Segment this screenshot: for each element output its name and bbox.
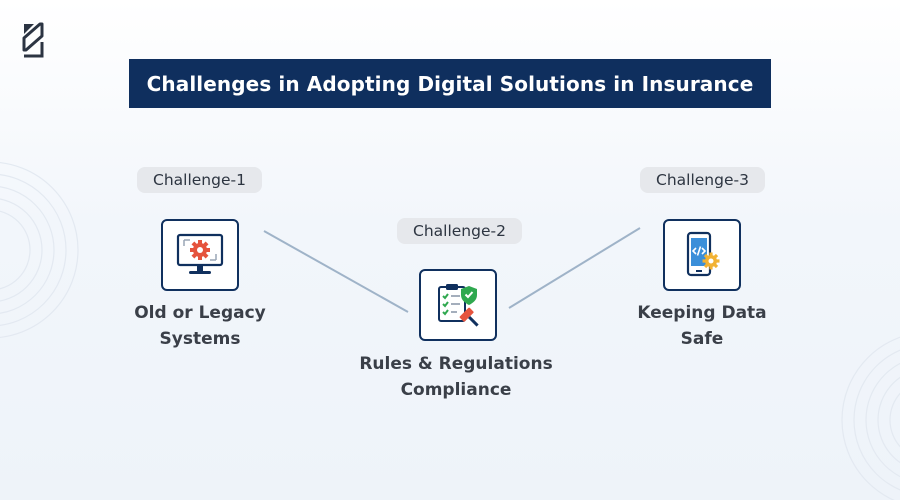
challenge-3-tag: Challenge-3 <box>640 167 765 193</box>
challenge-1-label-line-2: Systems <box>159 329 241 349</box>
challenge-3-label-line-1: Keeping Data <box>637 303 767 323</box>
connector-line-2-3 <box>508 227 641 309</box>
challenge-2-tag: Challenge-2 <box>397 218 522 244</box>
page-title: Challenges in Adopting Digital Solutions… <box>129 59 771 108</box>
legacy-computer-gear-icon <box>176 233 224 274</box>
compliance-checklist-gavel-icon <box>438 284 479 327</box>
challenge-3-label: Keeping Data Safe <box>612 300 792 352</box>
challenge-2-icon-box <box>419 269 497 341</box>
secure-mobile-code-gear-icon <box>686 231 720 277</box>
connector-line-1-2 <box>263 230 409 313</box>
challenge-2-label-line-2: Compliance <box>400 380 512 400</box>
challenge-1-icon-box <box>161 219 239 291</box>
challenge-3-icon-box <box>663 219 741 291</box>
challenge-1-label-line-1: Old or Legacy <box>134 303 266 323</box>
challenge-1-tag: Challenge-1 <box>137 167 262 193</box>
challenge-3-label-line-2: Safe <box>680 329 724 349</box>
challenge-2-label-line-1: Rules & Regulations <box>359 354 553 374</box>
challenge-2-label: Rules & Regulations Compliance <box>350 351 562 403</box>
brand-logo-icon <box>22 22 44 58</box>
challenge-1-label: Old or Legacy Systems <box>110 300 290 352</box>
